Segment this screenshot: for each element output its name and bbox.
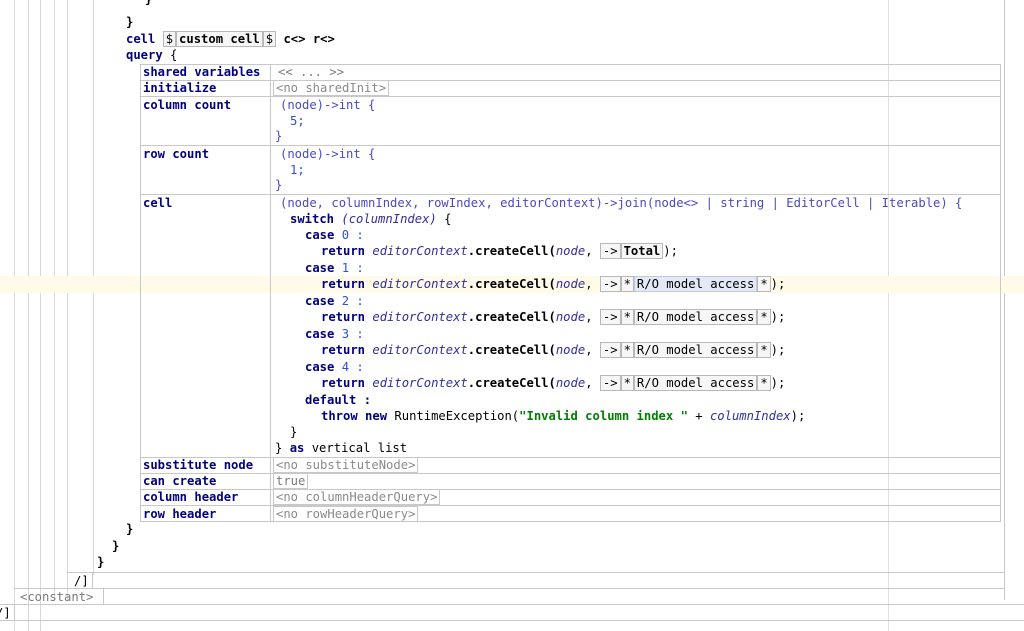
label-initialize: initialize — [143, 81, 217, 95]
brace: } — [112, 539, 120, 553]
brace: } — [126, 522, 134, 536]
label-column-header: column header — [143, 490, 239, 504]
table-border — [1000, 457, 1001, 522]
indent-guide — [67, 0, 68, 600]
row-separator — [140, 96, 1001, 97]
cell-signature[interactable]: (node, columnIndex, rowIndex, editorCont… — [280, 196, 963, 210]
cell-divider — [92, 572, 93, 589]
row-count-body[interactable]: 1; — [290, 163, 305, 177]
query-declaration: query { — [126, 48, 178, 62]
constant-placeholder[interactable]: <constant> — [20, 590, 94, 604]
table-border — [140, 457, 141, 522]
case-label[interactable]: case 3 : — [305, 327, 364, 341]
panel-border — [1004, 0, 1005, 600]
case-label[interactable]: case 2 : — [305, 294, 364, 308]
return-statement[interactable]: return editorContext.createCell(node, ->… — [321, 309, 786, 325]
column-count-body[interactable]: 5; — [290, 114, 305, 128]
row-separator — [0, 620, 1024, 621]
label-can-create: can create — [143, 474, 217, 488]
switch-close: } — [290, 425, 298, 439]
brace: } — [145, 0, 152, 7]
label-row-count: row count — [143, 147, 210, 161]
row-separator — [67, 572, 1005, 573]
return-statement[interactable]: return editorContext.createCell(node, ->… — [321, 375, 786, 391]
brace: } — [126, 15, 134, 29]
switch-statement[interactable]: switch (columnIndex) { — [290, 212, 452, 226]
return-statement[interactable]: return editorContext.createCell(node, ->… — [321, 342, 786, 358]
brace: } — [97, 555, 105, 569]
row-separator — [0, 604, 1024, 605]
close-bracket-outer: /] — [0, 606, 11, 620]
can-create-value[interactable]: true — [273, 473, 309, 489]
label-substitute-node: substitute node — [143, 458, 254, 472]
case-label[interactable]: case 0 : — [305, 228, 364, 242]
label-row-header: row header — [143, 507, 217, 521]
row-separator — [140, 505, 1001, 506]
case-label[interactable]: case 1 : — [305, 261, 364, 275]
column-count-close: } — [275, 129, 283, 143]
row-separator — [140, 473, 1001, 474]
right-margin-line — [888, 0, 889, 631]
row-header-value[interactable]: <no rowHeaderQuery> — [273, 506, 419, 522]
label-column-count: column count — [143, 98, 232, 112]
case-label[interactable]: case 4 : — [305, 360, 364, 374]
row-separator — [14, 588, 1005, 589]
row-separator — [140, 457, 1001, 458]
cell-divider — [14, 604, 15, 621]
row-count-close: } — [275, 178, 283, 192]
table-divider — [270, 64, 271, 522]
throw-statement[interactable]: throw new RuntimeException("Invalid colu… — [321, 409, 806, 423]
return-statement[interactable]: return editorContext.createCell(node, ->… — [321, 243, 678, 259]
column-count-signature[interactable]: (node)->int { — [280, 98, 376, 112]
column-header-value[interactable]: <no columnHeaderQuery> — [273, 489, 441, 505]
indent-guide — [40, 0, 41, 631]
return-statement[interactable]: return editorContext.createCell(node, ->… — [321, 276, 786, 292]
label-cell: cell — [143, 196, 173, 210]
row-separator — [140, 194, 1001, 195]
row-separator — [140, 145, 1001, 146]
row-separator — [140, 80, 1001, 81]
cell-declaration[interactable]: cell $custom cell$ c<> r<> — [126, 31, 335, 47]
cell-divider — [103, 588, 104, 605]
row-count-signature[interactable]: (node)->int { — [280, 147, 376, 161]
substitute-node-value[interactable]: <no substituteNode> — [273, 457, 419, 473]
close-bracket: /] — [74, 574, 89, 588]
row-separator — [140, 521, 1001, 522]
shared-variables-value[interactable]: << ... >> — [278, 65, 345, 79]
initialize-value[interactable]: <no sharedInit> — [273, 80, 390, 96]
default-case[interactable]: default : — [305, 393, 372, 407]
indent-guide — [54, 0, 55, 600]
as-vertical-list[interactable]: } as vertical list — [275, 441, 408, 455]
indent-guide — [28, 0, 29, 631]
indent-guide — [14, 0, 15, 631]
label-shared-variables: shared variables — [143, 65, 261, 79]
row-separator — [140, 489, 1001, 490]
